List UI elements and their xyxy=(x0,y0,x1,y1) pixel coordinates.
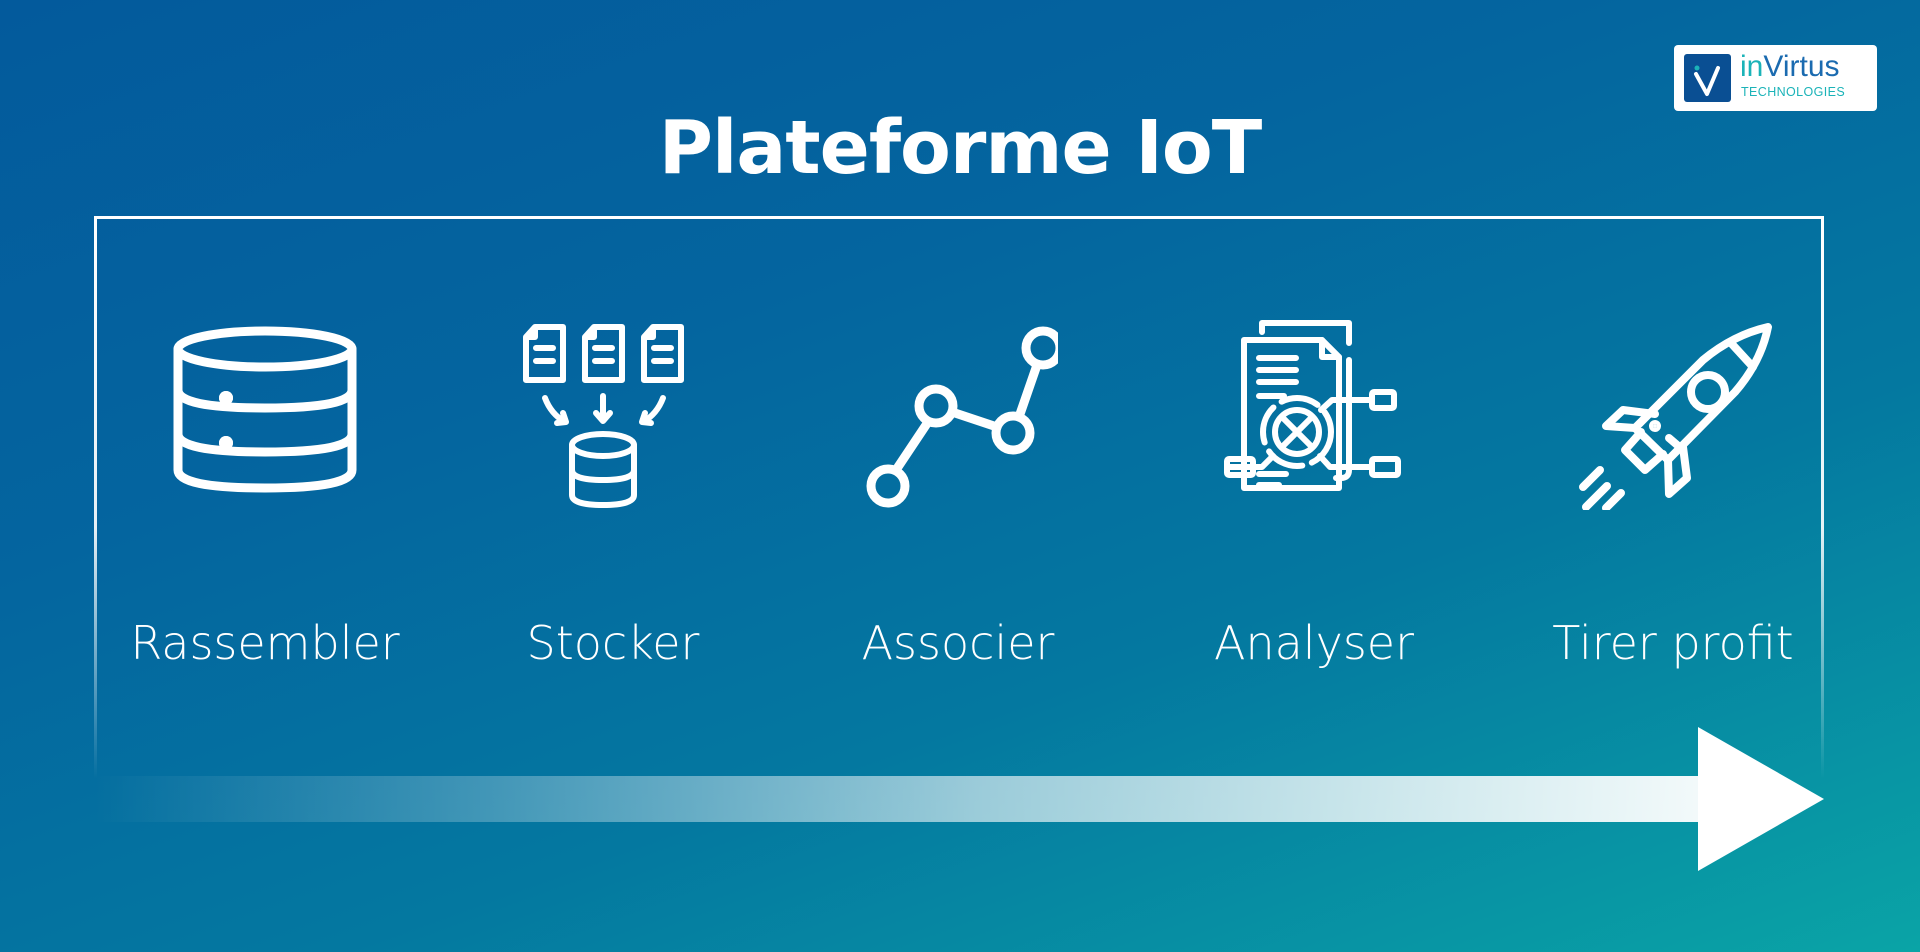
logo-subtitle: TECHNOLOGIES xyxy=(1741,85,1846,99)
step-stocker: Stocker xyxy=(448,310,778,670)
documents-to-database-icon xyxy=(523,324,684,508)
step-associer: Associer xyxy=(793,310,1123,670)
page-title: Plateforme IoT xyxy=(658,105,1263,191)
step-label: Stocker xyxy=(526,616,700,670)
step-label: Analyser xyxy=(1214,616,1414,670)
connected-nodes-icon xyxy=(866,326,1058,508)
arrow-right-icon xyxy=(1698,727,1824,871)
step-rassembler: Rassembler xyxy=(100,310,430,670)
rocket-icon xyxy=(1579,323,1772,510)
step-label: Tirer profit xyxy=(1552,616,1794,670)
step-analyser: Analyser xyxy=(1149,310,1479,670)
logo-name: inVirtus xyxy=(1740,50,1840,83)
invirtus-logo: inVirtus TECHNOLOGIES xyxy=(1674,45,1877,111)
document-analysis-icon xyxy=(1224,320,1401,491)
progress-arrow-shaft xyxy=(94,776,1700,822)
step-label: Associer xyxy=(861,616,1055,670)
logo-mark-icon xyxy=(1684,54,1731,102)
database-icon xyxy=(173,326,357,493)
step-label: Rassembler xyxy=(130,616,400,670)
process-frame xyxy=(94,216,1824,816)
step-tirer-profit: Tirer profit xyxy=(1508,310,1838,670)
